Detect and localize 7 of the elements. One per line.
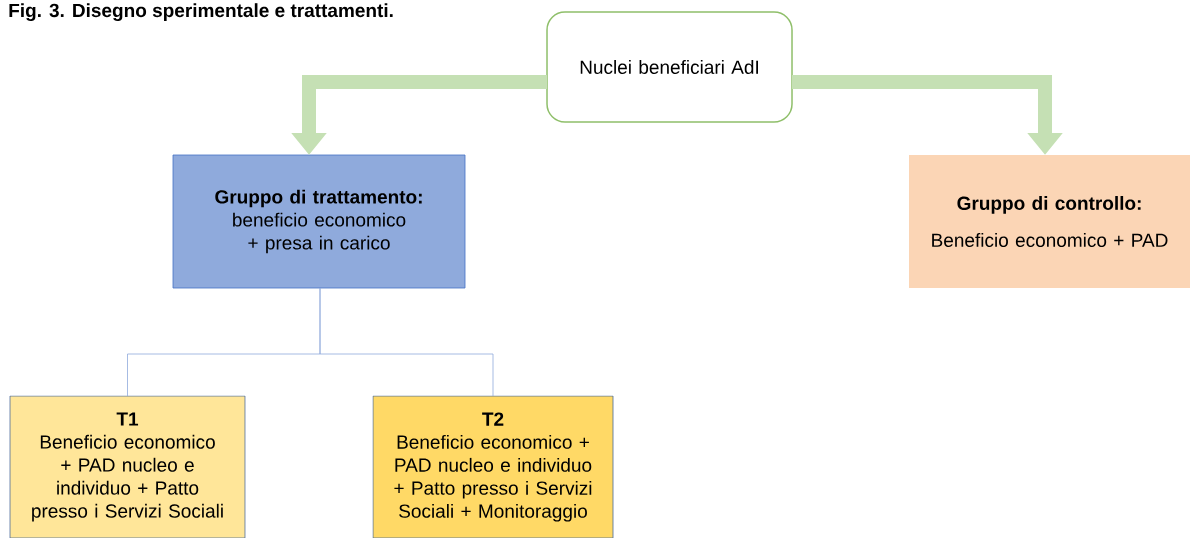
treatment-arm-box: T1 Beneficio economico + PAD nucleo e individuo + Patto presso i Servizi Sociali [9,395,246,538]
treatment-arm-box: T2 Beneficio economico + PAD nucleo e individuo + Patto presso i Servizi Sociali + Monitoraggio [372,395,614,538]
start-box: Nuclei beneficiari AdI [546,11,793,123]
treatment-box: Gruppo di trattamento: beneficio economico + presa in carico [172,154,466,289]
control-box: Gruppo di controllo: Beneficio economico + PAD [909,155,1190,288]
connector-line [319,287,494,397]
figure-title: Fig. 3. Disegno sperimentale e trattamenti. [9,3,393,21]
